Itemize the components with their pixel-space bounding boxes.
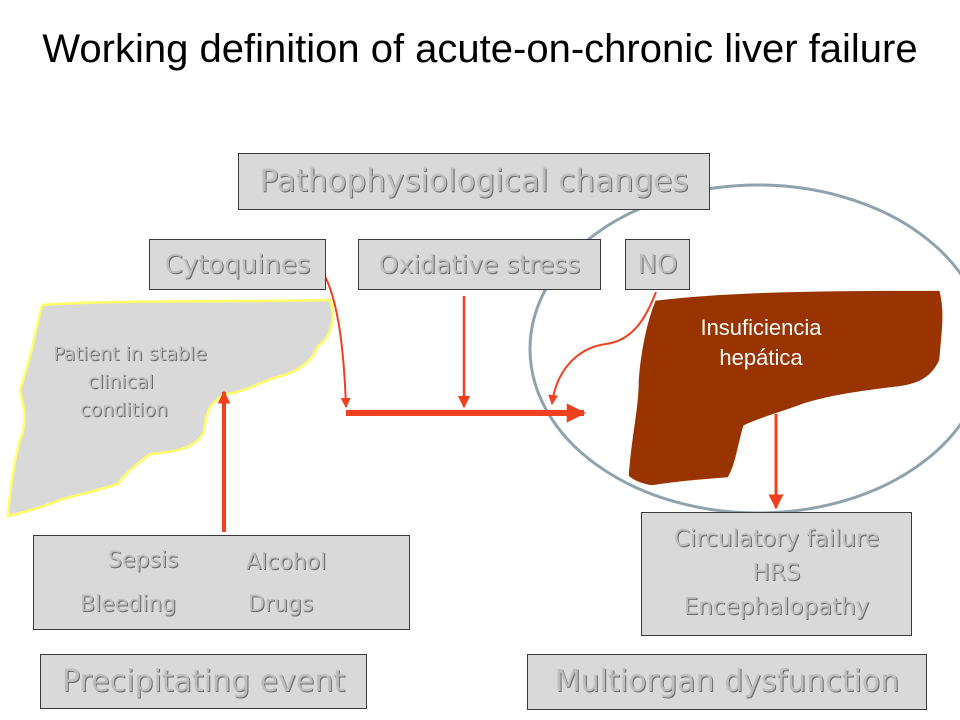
precipitating-event-label: Precipitating event — [61, 664, 346, 699]
cytoquines-label: Cytoquines — [164, 250, 311, 280]
organ-failure-line-1: Circulatory failure — [673, 526, 880, 552]
organ-failures-label: Circulatory failure HRS Encephalopathy — [641, 522, 912, 624]
liver-failure-line-2: hepática — [719, 345, 803, 370]
organ-failure-line-2: HRS — [752, 560, 801, 586]
stable-patient-line-1: Patient in stable — [53, 343, 207, 365]
pathophysiological-changes-label: Pathophysiological changes — [259, 163, 689, 199]
multiorgan-dysfunction-box — [527, 654, 927, 710]
no-box — [625, 239, 690, 290]
stable-liver-shape — [6, 298, 335, 518]
precipitating-event-box — [40, 654, 367, 709]
no-label: NO — [637, 250, 678, 280]
slide-title: Working definition of acute-on-chronic l… — [42, 27, 918, 71]
liver-failure-label: Insuficiencia hepática — [676, 313, 846, 373]
stable-patient-line-3: condition — [80, 399, 168, 421]
oxidative-stress-label: Oxidative stress — [378, 250, 581, 279]
stable-patient-label: Patient in stable clinical condition — [20, 340, 240, 424]
sepsis-label: Sepsis — [108, 548, 179, 573]
bleeding-label: Bleeding — [80, 592, 177, 617]
no-arrow — [548, 291, 657, 405]
failing-liver-shape — [627, 289, 944, 487]
organ-failures-box — [641, 512, 912, 636]
alcohol-label: Alcohol — [246, 550, 327, 575]
precipitants-box — [33, 535, 410, 630]
cytoquines-box — [149, 239, 326, 290]
drugs-label: Drugs — [248, 592, 314, 617]
stable-patient-line-2: clinical — [88, 371, 154, 393]
pathophysiological-changes-box — [238, 153, 710, 210]
liver-failure-line-1: Insuficiencia — [700, 315, 822, 340]
oxidative-stress-box — [358, 239, 601, 290]
organ-failure-line-3: Encephalopathy — [683, 594, 870, 620]
multiorgan-dysfunction-label: Multiorgan dysfunction — [554, 664, 900, 699]
